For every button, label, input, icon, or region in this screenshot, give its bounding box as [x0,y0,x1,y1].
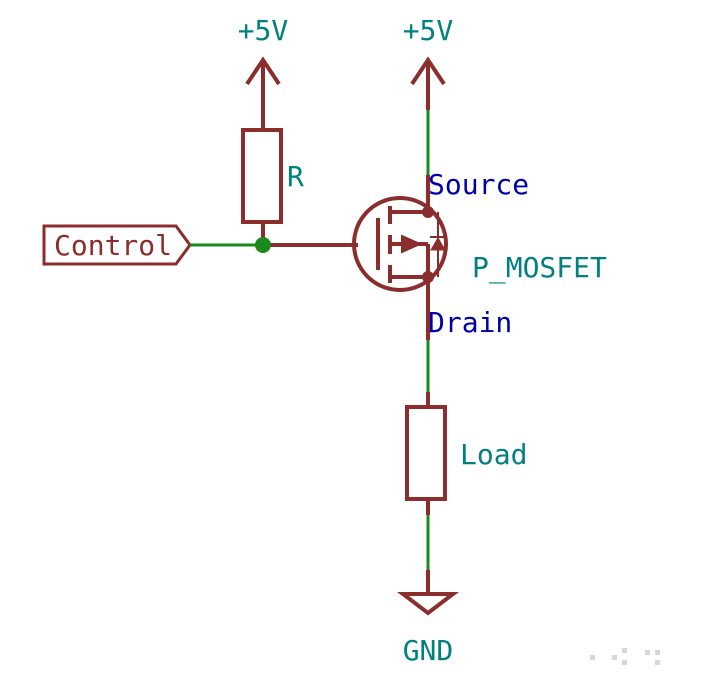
resistor-r [241,128,283,224]
vcc-left-label: +5V [238,14,289,47]
control-port [42,224,192,266]
mosfet-label: P_MOSFET [472,251,607,285]
junction-dot [255,237,271,253]
ground-symbol [397,570,459,616]
resistor-label: R [287,160,304,193]
pixel-artifact [590,648,660,665]
source-pin-label: Source [428,168,529,201]
p-mosfet-symbol [352,196,448,292]
ground-label: GND [403,634,454,667]
drain-pin-label: Drain [428,306,512,339]
load-resistor [405,405,447,501]
vcc-left-symbol [245,56,281,130]
control-label: Control [54,229,172,262]
load-label: Load [460,438,527,471]
vcc-right-label: +5V [403,14,454,47]
vcc-right-symbol [410,56,446,110]
